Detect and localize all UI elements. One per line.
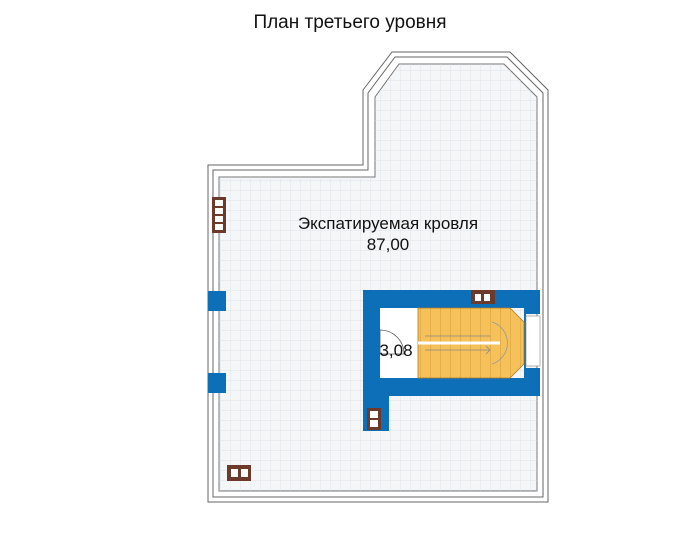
landing-room-area: 3,08: [379, 341, 412, 360]
chimney-bottom-stair: [367, 408, 381, 430]
chimney-top-stair: [471, 290, 495, 304]
roof-room-area: 87,00: [367, 235, 410, 254]
chimney-bottom-left: [227, 465, 251, 481]
stair-arrow: [425, 335, 490, 351]
door-swing: [379, 329, 405, 355]
roof-room-name: Экспатируемая кровля: [298, 214, 478, 233]
roof-outline-mid: [212, 56, 544, 498]
stair-turn-arc: [491, 321, 508, 365]
wall-stub-left-lower: [208, 373, 226, 393]
window-right: [525, 315, 541, 367]
stair-enclosure-wall: [363, 290, 540, 431]
chimney-left-wall: [212, 197, 226, 233]
wall-stub-left-upper: [208, 291, 226, 311]
plan-title: План третьего уровня: [253, 12, 447, 33]
